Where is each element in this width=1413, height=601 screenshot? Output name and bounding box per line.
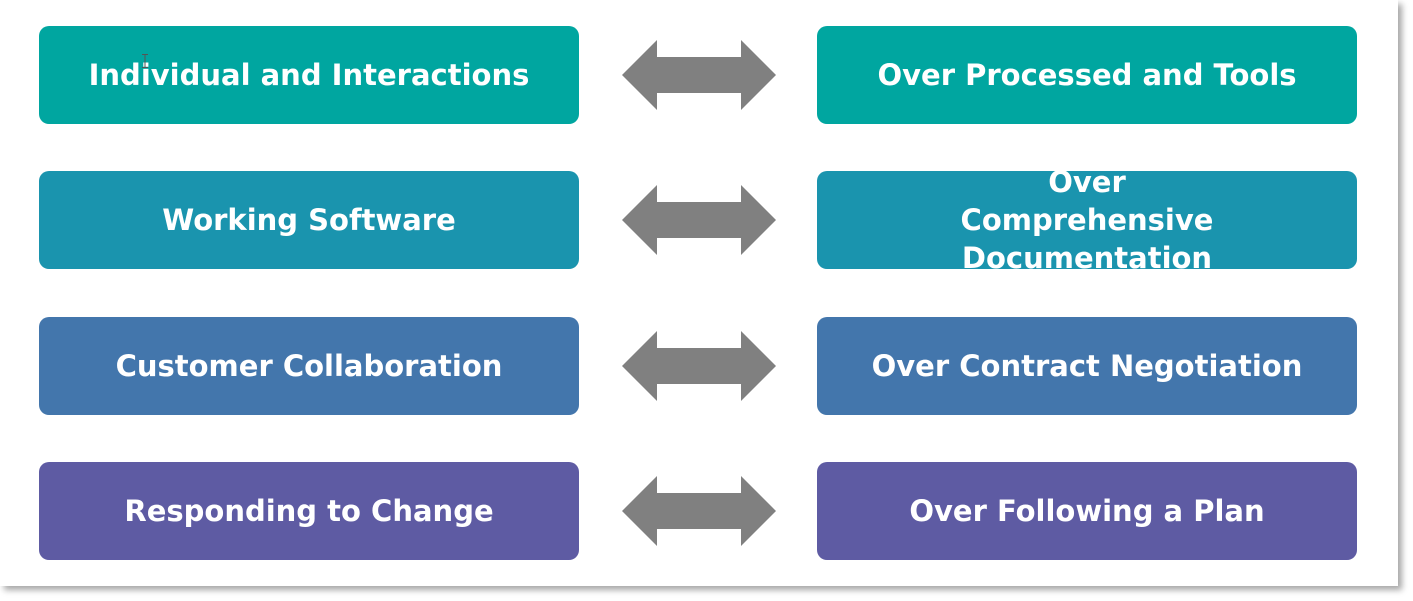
over-label: Over Comprehensive Documentation (960, 165, 1214, 275)
over-label: Over Processed and Tools (877, 58, 1297, 92)
value-label: Customer Collaboration (115, 349, 503, 383)
value-label: Individual and Interactions (88, 58, 530, 92)
over-box-contract-negotiation: Over Contract Negotiation (817, 317, 1357, 415)
value-box-responding-to-change: Responding to Change (39, 462, 579, 560)
double-headed-arrow-icon (622, 331, 776, 401)
agile-values-diagram: Individual and Interactions Over Process… (39, 26, 1357, 560)
over-box-following-a-plan: Over Following a Plan (817, 462, 1357, 560)
double-headed-arrow-icon (622, 185, 776, 255)
value-box-individual-and-interactions: Individual and Interactions (39, 26, 579, 124)
value-box-working-software: Working Software (39, 171, 579, 269)
double-headed-arrow-icon (622, 40, 776, 110)
value-box-customer-collaboration: Customer Collaboration (39, 317, 579, 415)
value-label: Responding to Change (124, 494, 494, 528)
double-headed-arrow-icon (622, 476, 776, 546)
over-box-comprehensive-documentation: Over Comprehensive Documentation (817, 165, 1357, 275)
value-label: Working Software (162, 203, 456, 237)
text-cursor-icon (142, 54, 148, 68)
over-label: Over Contract Negotiation (871, 349, 1303, 383)
over-label: Over Following a Plan (909, 494, 1265, 528)
over-box-processed-and-tools: Over Processed and Tools (817, 26, 1357, 124)
